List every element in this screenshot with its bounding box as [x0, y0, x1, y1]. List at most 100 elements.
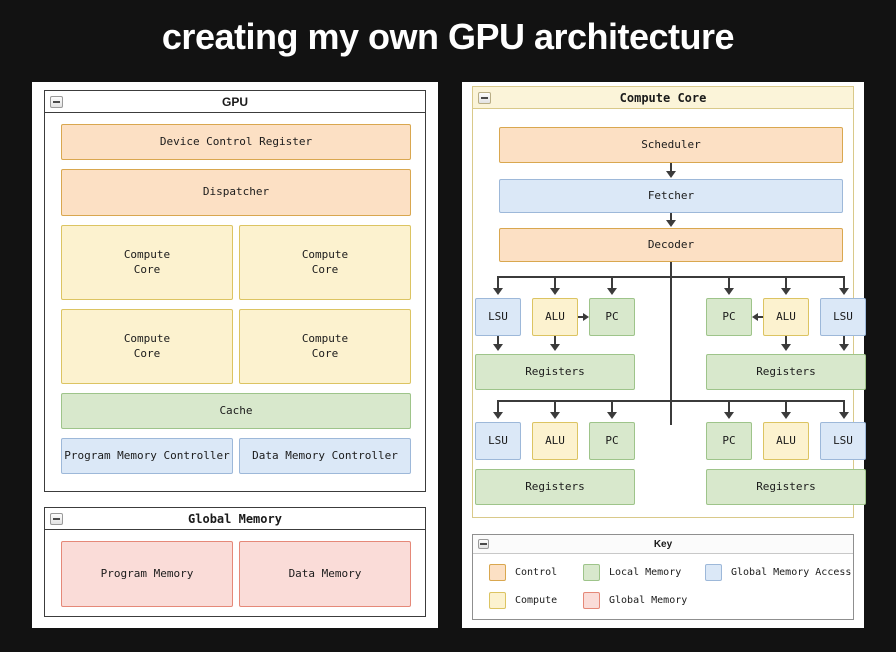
- bus2-arrow-2: [550, 412, 560, 419]
- collapse-minus-icon[interactable]: [50, 95, 63, 108]
- registers-block-r1-left[interactable]: Registers: [475, 354, 635, 390]
- compute-core-block-1[interactable]: Compute Core: [61, 225, 233, 300]
- compute-core-group-body: Scheduler Fetcher Decoder LSU: [473, 109, 866, 518]
- compute-core-label: Compute Core: [301, 332, 349, 360]
- lsu-block-r2-far-right[interactable]: LSU: [820, 422, 866, 460]
- bus2-arrow-4: [724, 412, 734, 419]
- legend-item-control: Control: [489, 564, 557, 581]
- gpu-group-panel: GPU Device Control Register Dispatcher C…: [44, 90, 426, 492]
- bus2-arrow-6: [839, 412, 849, 419]
- compute-core-block-3[interactable]: Compute Core: [61, 309, 233, 384]
- legend-swatch-global-memory: [583, 592, 600, 609]
- alu-r1-right-to-registers-line: [785, 336, 787, 346]
- legend-label-global-memory-access: Global Memory Access: [731, 567, 852, 578]
- data-memory-controller-block[interactable]: Data Memory Controller: [239, 438, 411, 474]
- bus1-drop-3: [611, 276, 613, 290]
- lsu-r1-right-to-registers-line: [843, 336, 845, 346]
- program-memory-controller-block[interactable]: Program Memory Controller: [61, 438, 233, 474]
- lsu-block-r1-left[interactable]: LSU: [475, 298, 521, 336]
- lsu-r1-left-to-registers-line: [497, 336, 499, 346]
- device-control-register-block[interactable]: Device Control Register: [61, 124, 411, 160]
- alu-r1-left-to-registers-line: [554, 336, 556, 346]
- bus2-drop-2: [554, 400, 556, 414]
- pc-block-r1-right[interactable]: PC: [706, 298, 752, 336]
- lsu-block-r1-far-right[interactable]: LSU: [820, 298, 866, 336]
- bus1-arrow-1: [493, 288, 503, 295]
- bus1-drop-2: [554, 276, 556, 290]
- bus1-drop-5: [785, 276, 787, 290]
- scheduler-to-fetcher-arrow: [666, 171, 676, 178]
- key-legend-panel: Key Control Local Memory Global Memory A…: [472, 534, 854, 620]
- data-memory-block[interactable]: Data Memory: [239, 541, 411, 607]
- alu-to-pc-arrow-right: [752, 313, 758, 321]
- legend-item-local-memory: Local Memory: [583, 564, 681, 581]
- bus1-drop-1: [497, 276, 499, 290]
- program-memory-block[interactable]: Program Memory: [61, 541, 233, 607]
- registers-block-r2-right[interactable]: Registers: [706, 469, 866, 505]
- legend-label-control: Control: [515, 567, 558, 578]
- alu-block-r2-right[interactable]: ALU: [763, 422, 809, 460]
- bus1-arrow-6: [839, 288, 849, 295]
- scheduler-to-fetcher-line: [670, 163, 672, 173]
- thread-row-1-bus: [497, 276, 845, 278]
- alu-to-pc-line-left: [578, 316, 584, 318]
- legend-label-local-memory: Local Memory: [609, 567, 682, 578]
- pc-block-r2-right[interactable]: PC: [706, 422, 752, 460]
- global-memory-group-body: Program Memory Data Memory: [45, 530, 425, 617]
- fetcher-to-decoder-line: [670, 213, 672, 223]
- alu-block-r2-left[interactable]: ALU: [532, 422, 578, 460]
- left-diagram-canvas: GPU Device Control Register Dispatcher C…: [32, 82, 438, 628]
- legend-item-global-memory: Global Memory: [583, 592, 687, 609]
- decoder-block[interactable]: Decoder: [499, 228, 843, 262]
- compute-core-group-panel: Compute Core Scheduler Fetcher Decoder: [472, 86, 866, 518]
- collapse-minus-icon[interactable]: [478, 539, 489, 549]
- bus1-arrow-2: [550, 288, 560, 295]
- alu-to-pc-arrow-left: [583, 313, 589, 321]
- legend-item-global-memory-access: Global Memory Access: [705, 564, 851, 581]
- pc-block-r2-left[interactable]: PC: [589, 422, 635, 460]
- gpu-group-title: GPU: [221, 94, 248, 109]
- compute-core-label: Compute Core: [123, 248, 171, 276]
- global-memory-group-panel: Global Memory Program Memory Data Memory: [44, 507, 426, 617]
- compute-core-label: Compute Core: [301, 248, 349, 276]
- dispatcher-block[interactable]: Dispatcher: [61, 169, 411, 216]
- bus2-drop-6: [843, 400, 845, 414]
- pc-block-r1-left[interactable]: PC: [589, 298, 635, 336]
- collapse-minus-icon[interactable]: [478, 91, 491, 104]
- registers-block-r2-left[interactable]: Registers: [475, 469, 635, 505]
- alu-block-r1-left[interactable]: ALU: [532, 298, 578, 336]
- lsu-r1-right-to-registers-arrow: [839, 344, 849, 351]
- compute-core-block-2[interactable]: Compute Core: [239, 225, 411, 300]
- bus2-drop-1: [497, 400, 499, 414]
- right-diagram-canvas: Compute Core Scheduler Fetcher Decoder: [462, 82, 866, 628]
- key-legend-header: Key: [473, 535, 853, 554]
- legend-swatch-global-memory-access: [705, 564, 722, 581]
- alu-block-r1-right[interactable]: ALU: [763, 298, 809, 336]
- registers-block-r1-right[interactable]: Registers: [706, 354, 866, 390]
- compute-core-block-4[interactable]: Compute Core: [239, 309, 411, 384]
- lsu-r1-left-to-registers-arrow: [493, 344, 503, 351]
- legend-label-global-memory: Global Memory: [609, 595, 688, 606]
- alu-r1-left-to-registers-arrow: [550, 344, 560, 351]
- bus2-arrow-1: [493, 412, 503, 419]
- collapse-minus-icon[interactable]: [50, 512, 63, 525]
- lsu-block-r2-left[interactable]: LSU: [475, 422, 521, 460]
- compute-core-group-header: Compute Core: [473, 87, 853, 109]
- fetcher-block[interactable]: Fetcher: [499, 179, 843, 213]
- bus2-drop-5: [785, 400, 787, 414]
- scheduler-block[interactable]: Scheduler: [499, 127, 843, 163]
- bus2-arrow-3: [607, 412, 617, 419]
- global-memory-group-title: Global Memory: [188, 511, 282, 526]
- cache-block[interactable]: Cache: [61, 393, 411, 429]
- legend-swatch-control: [489, 564, 506, 581]
- decoder-spine-line: [670, 262, 672, 425]
- bus1-arrow-3: [607, 288, 617, 295]
- compute-core-label: Compute Core: [123, 332, 171, 360]
- global-memory-group-header: Global Memory: [45, 508, 425, 530]
- bus2-drop-4: [728, 400, 730, 414]
- bus2-drop-3: [611, 400, 613, 414]
- fetcher-to-decoder-arrow: [666, 220, 676, 227]
- bus1-arrow-5: [781, 288, 791, 295]
- bus1-drop-6: [843, 276, 845, 290]
- compute-core-group-title: Compute Core: [619, 90, 707, 105]
